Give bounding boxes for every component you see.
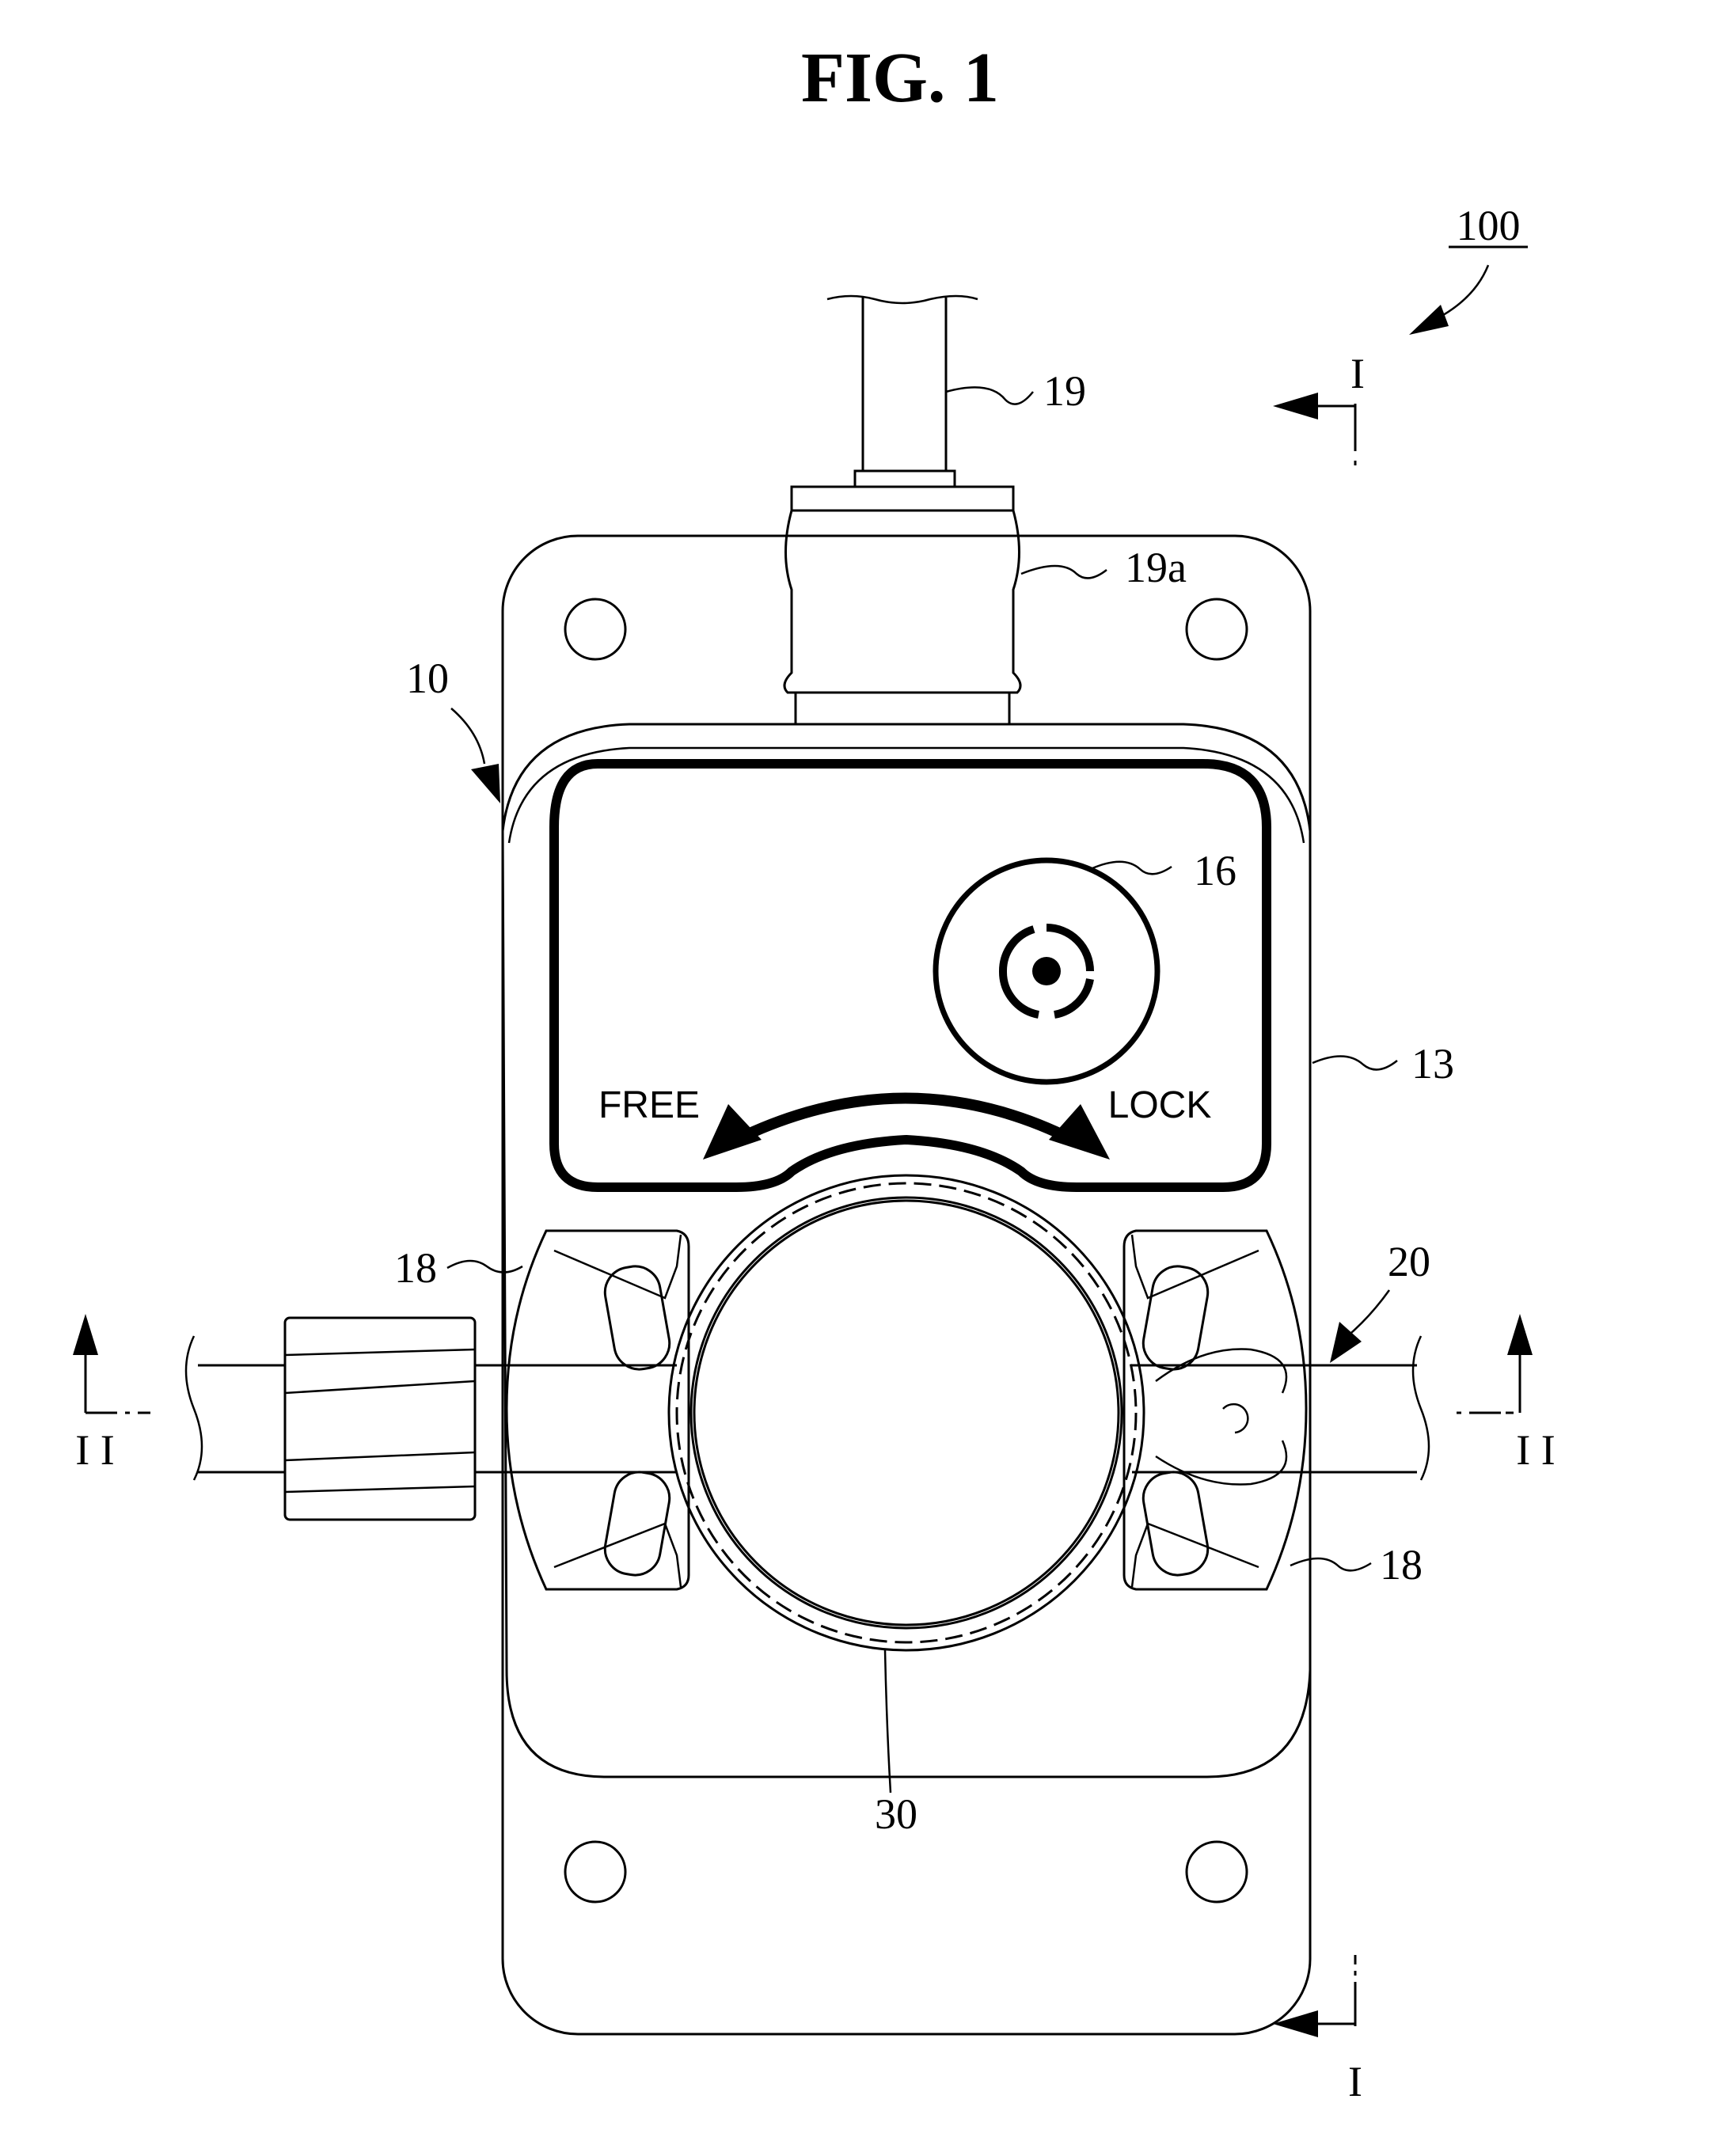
- knob-center-dot: [1032, 957, 1061, 985]
- leader-20: [1346, 1290, 1389, 1338]
- connector-base: [796, 693, 1009, 724]
- roller-housing-left: [507, 1231, 689, 1589]
- figure-title: FIG. 1: [801, 39, 999, 117]
- leader-18-left: [447, 1261, 522, 1273]
- section-II-right-arrow: [1507, 1314, 1533, 1355]
- roller-housing-right: [1124, 1231, 1306, 1589]
- knob-arc-2: [1054, 979, 1090, 1015]
- roller-right-wedge-bottom: [1132, 1524, 1259, 1587]
- arrowhead-10: [471, 764, 500, 803]
- label-16: 16: [1194, 847, 1236, 894]
- section-I-bottom-arrow: [1273, 2010, 1318, 2037]
- tube-clamp-top: [1156, 1349, 1286, 1394]
- section-I-top-label: I: [1350, 350, 1365, 397]
- free-label: FREE: [598, 1084, 700, 1126]
- mount-hole-top-left: [565, 599, 625, 659]
- roller-left-wedge-top: [554, 1235, 681, 1298]
- connector-collar: [792, 487, 1013, 511]
- luer-thread-1: [285, 1349, 475, 1355]
- lock-arrowhead: [1049, 1104, 1110, 1160]
- connector-neck: [855, 471, 955, 487]
- connector-body: [784, 511, 1020, 693]
- leader-18-right: [1290, 1558, 1371, 1570]
- leader-19a: [1021, 566, 1107, 578]
- section-II-left-arrow: [73, 1314, 98, 1355]
- leader-13: [1312, 1056, 1397, 1069]
- free-lock-arrow-arc: [736, 1099, 1073, 1141]
- luer-thread-4: [285, 1486, 475, 1492]
- arrowhead-100: [1409, 305, 1449, 335]
- mount-hole-top-right: [1187, 599, 1247, 659]
- leader-30: [885, 1650, 891, 1793]
- tube-left-break: [186, 1336, 202, 1480]
- mount-hole-bottom-right: [1187, 1842, 1247, 1902]
- label-18-left: 18: [394, 1244, 437, 1292]
- dial-face: [694, 1201, 1119, 1625]
- label-30: 30: [875, 1790, 917, 1838]
- free-arrowhead: [703, 1104, 762, 1160]
- label-18-right: 18: [1380, 1541, 1423, 1589]
- label-13: 13: [1411, 1040, 1454, 1087]
- leader-19: [946, 387, 1033, 404]
- luer-thread-2: [285, 1381, 475, 1393]
- tube-clamp-pin: [1223, 1404, 1248, 1433]
- section-I-bottom-label: I: [1348, 2058, 1362, 2105]
- luer-thread-3: [285, 1452, 475, 1460]
- roller-left-top: [601, 1262, 674, 1373]
- section-II-left-label: I I: [75, 1426, 114, 1474]
- lock-label: LOCK: [1108, 1084, 1212, 1126]
- leader-16: [1092, 862, 1172, 875]
- leader-10: [451, 708, 484, 764]
- roller-right-wedge-top: [1132, 1235, 1259, 1298]
- cable-break-line: [827, 296, 978, 303]
- label-100: 100: [1457, 202, 1521, 249]
- label-19: 19: [1043, 367, 1086, 415]
- label-19a: 19a: [1125, 544, 1187, 591]
- label-20: 20: [1388, 1238, 1430, 1285]
- roller-left-wedge-bottom: [554, 1524, 681, 1587]
- mount-hole-bottom-left: [565, 1842, 625, 1902]
- label-10: 10: [406, 655, 449, 702]
- tube-right-break: [1413, 1336, 1429, 1480]
- tube-clamp-bottom: [1156, 1440, 1286, 1485]
- section-II-right-label: I I: [1516, 1426, 1555, 1474]
- section-I-top-arrow: [1273, 393, 1318, 419]
